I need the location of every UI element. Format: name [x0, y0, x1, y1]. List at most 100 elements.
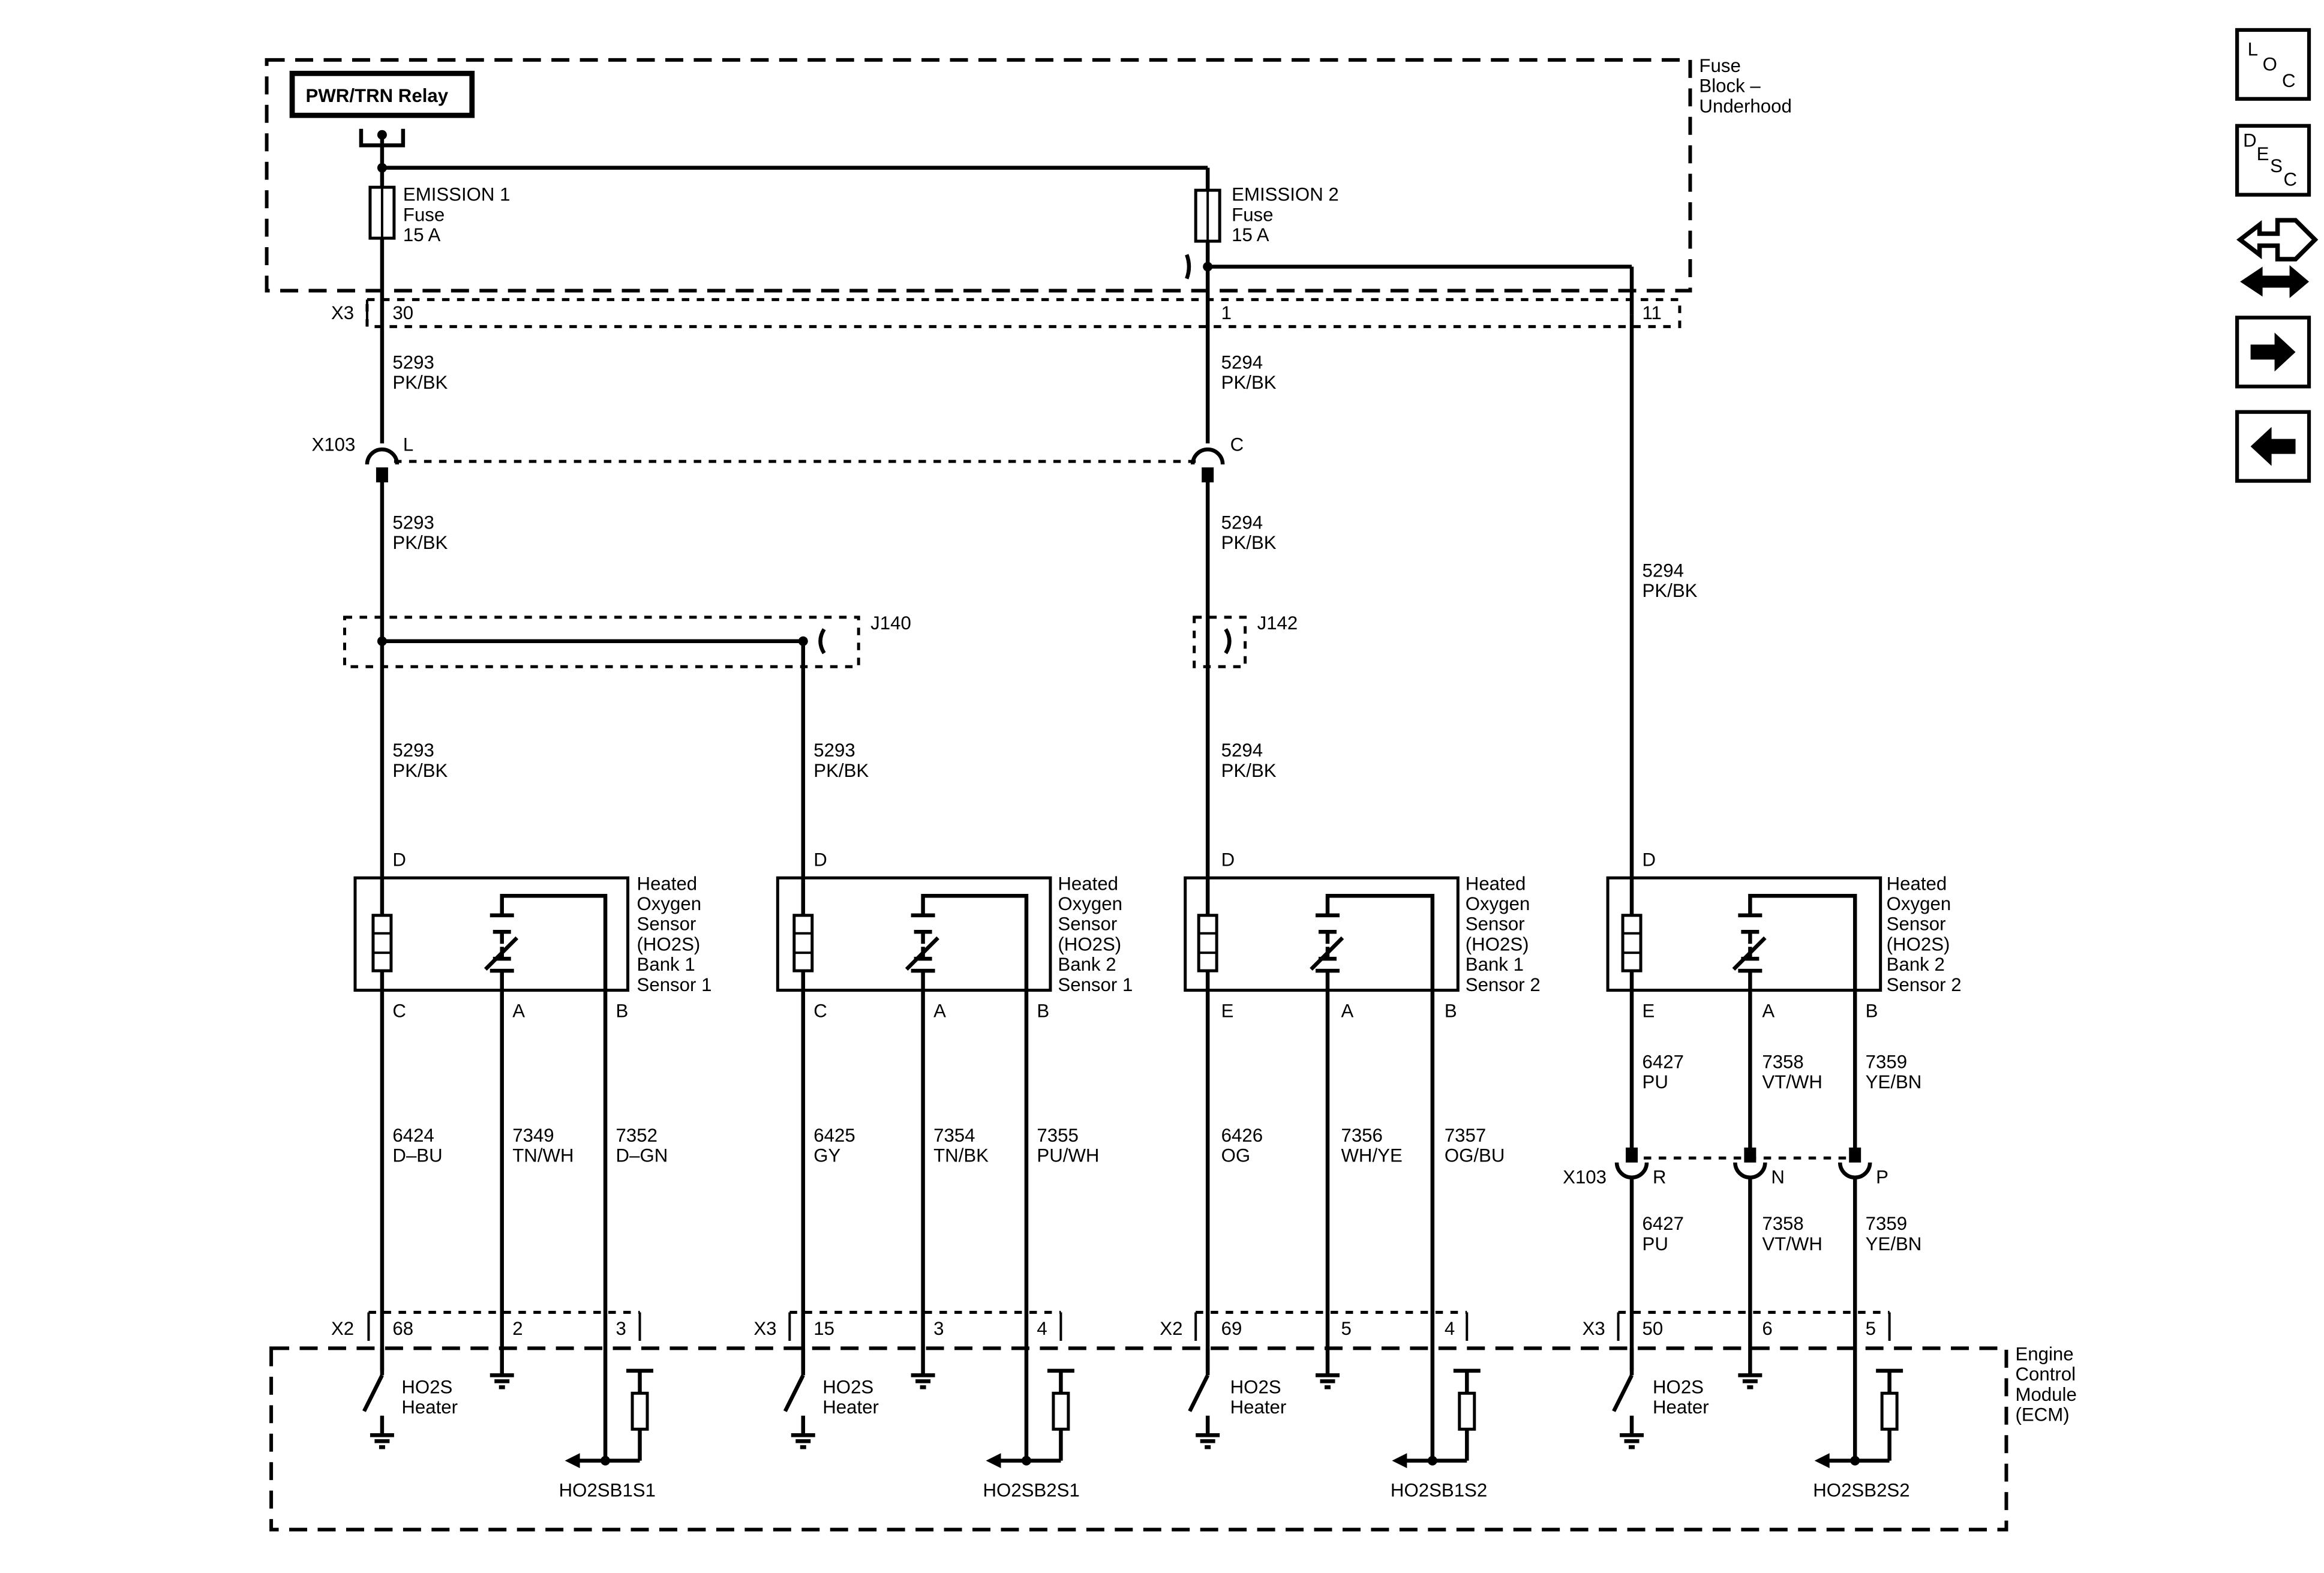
heater-element-icon	[1621, 914, 1643, 972]
svg-text:A: A	[512, 1001, 525, 1022]
fuse-block-label: Fuse Block – Underhood	[1699, 55, 1791, 116]
wire-5293-d: 5293 PK/BK	[813, 740, 869, 781]
svg-text:6: 6	[1762, 1318, 1772, 1339]
svg-text:C: C	[2284, 169, 2298, 190]
ho2s-bank1-sensor2: D Heated Oxygen Sensor (HO2S) Bank 1 Sen	[1160, 849, 1540, 1500]
svg-text:N: N	[1771, 1167, 1785, 1188]
sensor-element-icon	[1732, 894, 1857, 990]
svg-text:Heated Oxygen Sens: Heated Oxygen Sensor (HO2S) Bank 2 Senso…	[1058, 873, 1133, 995]
heater-element-icon	[1197, 914, 1218, 972]
x103-inline-connector: X103 R N P	[1563, 1147, 1888, 1188]
desc-icon[interactable]: D E S C	[2235, 124, 2311, 197]
svg-text:Heated Oxygen Sens: Heated Oxygen Sensor (HO2S) Bank 2 Senso…	[1887, 873, 1962, 995]
splice-j142: J142	[1193, 613, 1298, 668]
loc-icon[interactable]: L O C	[2235, 28, 2311, 101]
wire-5293-c: 5293 PK/BK	[392, 740, 448, 781]
previous-page-icon[interactable]	[2235, 410, 2311, 483]
svg-text:X3: X3	[331, 302, 354, 323]
svg-text:X103: X103	[1563, 1167, 1607, 1188]
heater-element-icon	[792, 914, 814, 972]
svg-text:D: D	[813, 849, 827, 870]
svg-text:68: 68	[392, 1318, 413, 1339]
svg-text:D: D	[392, 849, 406, 870]
svg-text:A: A	[933, 1001, 946, 1022]
sensor-element-icon	[905, 894, 1029, 990]
x103-top-connector: X103 L C	[312, 434, 1244, 483]
ground-icon	[1196, 1433, 1220, 1449]
svg-text:R: R	[1653, 1167, 1667, 1188]
wire-5294-c: 5294 PK/BK	[1221, 740, 1277, 781]
svg-text:HO2SB2S2: HO2SB2S2	[1813, 1480, 1909, 1501]
svg-text:E: E	[1221, 1001, 1234, 1022]
svg-text:O: O	[2263, 53, 2277, 74]
svg-text:E: E	[2257, 143, 2269, 164]
ground-icon	[791, 1433, 815, 1449]
svg-text:P: P	[1876, 1167, 1888, 1188]
sensor-element-icon	[1310, 894, 1435, 990]
svg-text:3: 3	[616, 1318, 626, 1339]
svg-text:HO2SB1S2: HO2SB1S2	[1391, 1480, 1487, 1501]
svg-text:J140: J140	[870, 613, 911, 634]
wire-5294-b: 5294 PK/BK	[1221, 512, 1277, 553]
wire-5294-a: 5294 PK/BK	[1221, 352, 1277, 393]
ground-icon	[1620, 1433, 1644, 1449]
ho2s-bank2-sensor2: D Heated Oxygen Sensor (HO2S) Bank 2 Sen	[1563, 849, 1961, 1500]
svg-text:X3: X3	[1583, 1318, 1605, 1339]
svg-text:HO2SB2S1: HO2SB2S1	[983, 1480, 1080, 1501]
svg-text:4: 4	[1037, 1318, 1047, 1339]
svg-text:D: D	[1643, 849, 1656, 870]
svg-text:A: A	[1341, 1001, 1353, 1022]
svg-text:Heated Oxygen Sens: Heated Oxygen Sensor (HO2S) Bank 1 Senso…	[637, 873, 712, 995]
splice-j140: J140	[343, 613, 911, 878]
fuse-block-outline	[265, 58, 1692, 293]
sensor-element-icon	[484, 894, 608, 990]
pwr-trn-relay: PWR/TRN Relay	[289, 70, 475, 168]
svg-text:2: 2	[512, 1318, 523, 1339]
ground-icon	[490, 1373, 514, 1389]
svg-text:A: A	[1762, 1001, 1774, 1022]
svg-text:69: 69	[1221, 1318, 1242, 1339]
svg-text:C: C	[1230, 434, 1244, 455]
svg-text:E: E	[1643, 1001, 1655, 1022]
svg-text:X2: X2	[1160, 1318, 1182, 1339]
svg-text:EMISSION 1 Fuse 15: EMISSION 1 Fuse 15 A	[403, 184, 515, 245]
svg-text:4: 4	[1445, 1318, 1455, 1339]
svg-text:B: B	[1866, 1001, 1878, 1022]
connector-end-view-icon[interactable]	[2236, 218, 2319, 298]
svg-text:50: 50	[1643, 1318, 1664, 1339]
svg-text:C: C	[392, 1001, 406, 1022]
svg-text:Heated Oxygen Sens: Heated Oxygen Sensor (HO2S) Bank 1 Senso…	[1466, 873, 1541, 995]
svg-text:X3: X3	[753, 1318, 776, 1339]
ground-icon	[1316, 1373, 1340, 1389]
ground-icon	[370, 1433, 394, 1449]
wire-5293-a: 5293 PK/BK	[392, 352, 448, 393]
svg-text:30: 30	[392, 302, 413, 323]
svg-text:L: L	[403, 434, 413, 455]
svg-text:5: 5	[1866, 1318, 1876, 1339]
x3-top-connector: X3 30 1 11	[331, 298, 1682, 328]
next-page-icon[interactable]	[2235, 316, 2311, 389]
svg-text:X2: X2	[331, 1318, 354, 1339]
ecm-outline	[269, 1346, 2008, 1532]
svg-text:11: 11	[1643, 302, 1662, 323]
svg-text:EMISSION 2 Fuse 15: EMISSION 2 Fuse 15 A	[1232, 184, 1344, 245]
svg-text:X103: X103	[312, 434, 356, 455]
